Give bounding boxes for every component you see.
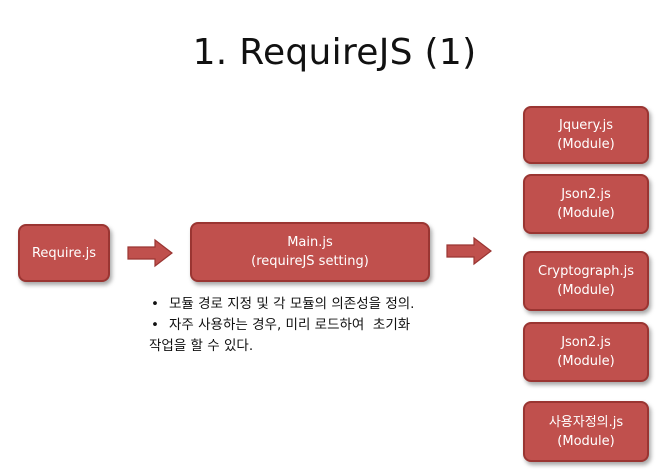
note-text: 모듈 경로 지정 및 각 모듈의 의존성을 정의. xyxy=(169,296,415,312)
note-item: • 모듈 경로 지정 및 각 모듈의 의존성을 정의. xyxy=(151,294,531,315)
module-type: (Module) xyxy=(557,206,615,221)
module-node-json2: Json2.js (Module) xyxy=(523,174,649,234)
right-arrow-icon xyxy=(127,238,173,268)
module-type: (Module) xyxy=(557,354,615,369)
module-name: Jquery.js xyxy=(558,118,614,133)
main-js-sublabel: (requireJS setting) xyxy=(251,254,369,269)
module-type: (Module) xyxy=(557,283,615,298)
module-name: Json2.js xyxy=(561,335,611,350)
module-node-cryptograph: Cryptograph.js (Module) xyxy=(523,251,649,311)
main-js-node: Main.js (requireJS setting) xyxy=(190,222,430,282)
note-continuation: 작업을 할 수 있다. xyxy=(149,338,254,354)
right-arrow-icon xyxy=(446,236,492,266)
module-node-custom: 사용자정의.js (Module) xyxy=(523,401,649,462)
notes-list: • 모듈 경로 지정 및 각 모듈의 의존성을 정의. • 자주 사용하는 경우… xyxy=(149,294,531,357)
note-text: 자주 사용하는 경우, 미리 로드하여 초기화 xyxy=(169,317,411,333)
module-type: (Module) xyxy=(557,137,615,152)
module-node-jquery: Jquery.js (Module) xyxy=(523,106,649,164)
bullet-icon: • xyxy=(151,317,159,333)
slide-title: 1. RequireJS (1) xyxy=(192,32,477,73)
require-js-label: Require.js xyxy=(31,245,97,261)
module-name: Json2.js xyxy=(561,187,611,202)
main-js-label: Main.js xyxy=(287,235,333,250)
require-js-node: Require.js xyxy=(18,224,110,282)
bullet-icon: • xyxy=(151,296,159,312)
module-type: (Module) xyxy=(557,433,615,449)
module-name: 사용자정의.js xyxy=(548,414,624,430)
module-node-json2-second: Json2.js (Module) xyxy=(523,322,649,382)
note-item: • 자주 사용하는 경우, 미리 로드하여 초기화 xyxy=(151,315,531,336)
module-name: Cryptograph.js xyxy=(538,264,634,279)
